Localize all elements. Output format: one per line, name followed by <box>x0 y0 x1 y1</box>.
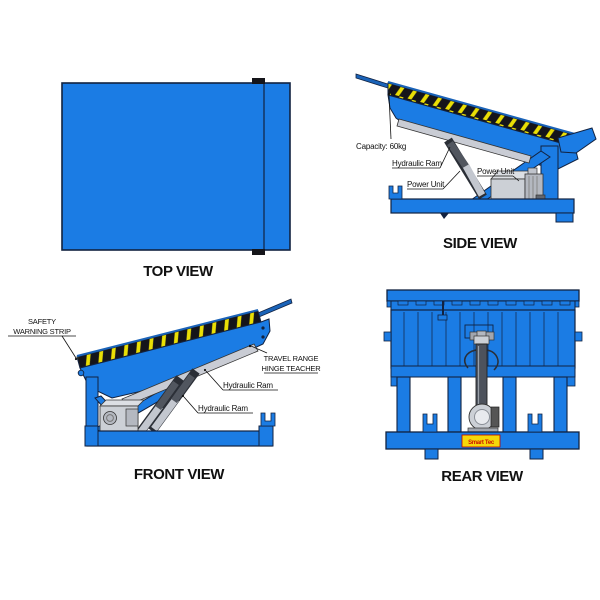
front-safety-label-line1: SAFETY <box>28 317 56 326</box>
rear-fork-bracket-right <box>527 413 543 433</box>
front-hydraulic-ram-2-label: Hydraulic Ram <box>198 404 248 413</box>
rear-foot-right <box>529 448 544 460</box>
side-power-unit-1-leader <box>442 170 461 190</box>
front-hinge-hole-2 <box>261 335 265 339</box>
rear-top-pin-foot <box>437 314 448 321</box>
front-lip-plate-edge <box>257 298 293 318</box>
front-power-unit <box>99 399 145 432</box>
rear-side-tab-right <box>574 331 583 342</box>
front-view-title: FRONT VIEW <box>134 466 225 483</box>
side-power-unit-2-leader <box>512 175 520 182</box>
front-view: SAFETY WARNING STRIP TRAVEL RANGE HINGE … <box>8 298 322 483</box>
side-power-unit-1-label: Power Unit <box>407 180 445 189</box>
side-hydraulic-ram-leader <box>439 146 451 169</box>
rear-view-title: REAR VIEW <box>441 468 524 485</box>
side-center-marker <box>440 213 449 219</box>
rear-hose-right <box>486 349 499 371</box>
front-hinge-hole-1 <box>261 326 265 330</box>
front-tip-hinge-pin <box>77 369 85 377</box>
front-travel-range-leader <box>250 345 268 354</box>
side-hydraulic-ram-label: Hydraulic Ram <box>392 159 442 168</box>
top-view-hinge-tab-top <box>252 78 265 84</box>
rear-foot-left <box>424 448 439 460</box>
front-base-left-cap <box>84 425 99 447</box>
side-base-frame <box>390 198 575 214</box>
rear-logo-text: Smart Tec <box>468 440 495 446</box>
rear-hydraulic-cylinder <box>464 330 500 434</box>
rear-view: Smart Tec REAR VIEW <box>383 289 583 485</box>
top-view-deck-plate <box>61 82 291 251</box>
rear-castellation-tabs <box>397 300 571 306</box>
side-view-callouts: Capacity: 60kg Hydraulic Ram Power Unit … <box>356 92 520 190</box>
side-capacity-leader <box>388 94 392 140</box>
rear-pump-motor <box>490 406 500 428</box>
side-power-unit-2-label: Power Unit <box>477 167 515 176</box>
side-lip-plate-edge <box>355 73 392 90</box>
front-hydraulic-ram-1 <box>148 368 200 434</box>
front-base-right-cap <box>258 425 274 447</box>
side-rear-foot <box>555 212 574 223</box>
top-view: TOP VIEW <box>61 78 291 280</box>
side-view-title: SIDE VIEW <box>443 235 518 252</box>
front-safety-label-line2: WARNING STRIP <box>13 327 71 336</box>
side-view: Capacity: 60kg Hydraulic Ram Power Unit … <box>355 73 597 252</box>
rear-hose-left <box>464 349 477 369</box>
front-travel-range-label-line1: TRAVEL RANGE <box>264 354 319 363</box>
front-hydraulic-ram-1-dot <box>203 368 207 372</box>
rear-pump-inner <box>474 409 490 425</box>
front-support-post <box>85 376 99 433</box>
top-view-hinge-tab-bottom <box>252 249 265 255</box>
side-front-fork-bracket <box>388 185 403 200</box>
front-travel-range-label-line2: HINGE TEACHER <box>262 364 322 373</box>
front-view-callouts: SAFETY WARNING STRIP TRAVEL RANGE HINGE … <box>8 317 322 414</box>
front-travel-range-leader-dot <box>248 344 252 348</box>
top-view-title: TOP VIEW <box>143 263 214 280</box>
rear-fork-bracket-left <box>422 413 438 433</box>
side-capacity-leader-dot <box>387 92 391 96</box>
side-rear-hinge-bracket <box>557 127 597 154</box>
front-safety-leader-dot <box>74 357 78 361</box>
front-hydraulic-ram-1-label: Hydraulic Ram <box>223 381 273 390</box>
front-hydraulic-ram-2-leader <box>183 396 199 414</box>
rear-top-beam <box>386 289 580 302</box>
front-base-frame <box>86 430 273 447</box>
side-deck-edge-line <box>387 81 576 135</box>
rear-logo-plate <box>461 434 501 448</box>
front-deck-edge-line <box>76 309 259 357</box>
front-fork-bracket <box>260 412 276 427</box>
front-hydraulic-ram-1-leader <box>205 370 224 391</box>
side-hydraulic-ram <box>444 137 487 200</box>
side-capacity-label: Capacity: 60kg <box>356 142 406 151</box>
rear-side-tab-left <box>383 331 392 342</box>
front-safety-leader <box>61 335 77 359</box>
front-hydraulic-ram-2-dot <box>181 394 185 398</box>
side-lip-underplate <box>396 118 532 164</box>
